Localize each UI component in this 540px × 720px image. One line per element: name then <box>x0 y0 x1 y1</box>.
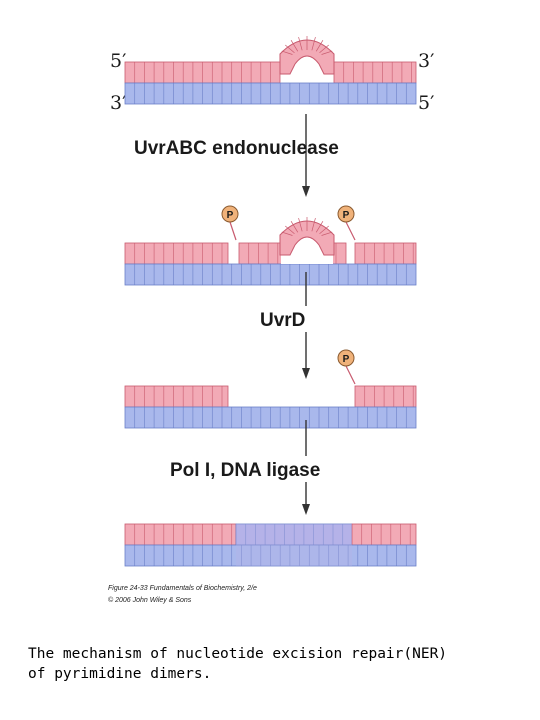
top-strand-right <box>354 242 417 265</box>
figure-credit-line2: © 2006 John Wiley & Sons <box>108 596 192 604</box>
figure-credit-line1: Figure 24-33 Fundamentals of Biochemistr… <box>108 585 257 592</box>
caption-line-1: The mechanism of nucleotide excision rep… <box>28 646 448 662</box>
top-strand-left <box>124 523 237 546</box>
step-label-uvrd: UvrD <box>260 310 305 331</box>
step-label-pol-ligase: Pol I, DNA ligase <box>170 460 320 481</box>
damaged-oligonucleotide <box>279 220 335 256</box>
figure-caption: The mechanism of nucleotide excision rep… <box>28 644 508 684</box>
strand-label-bottom-right: 5′ <box>418 92 434 114</box>
top-strand-right <box>354 385 417 408</box>
dna-duplex-repaired <box>124 523 417 567</box>
ner-diagram: 5′ 3′ 3′ 5′ UvrABC endonuclease UvrD Pol… <box>108 36 434 604</box>
caption-line-2: of pyrimidine dimers. <box>28 666 212 682</box>
phosphate-marker-left: P <box>221 205 239 241</box>
step-label-uvrabc: UvrABC endonuclease <box>134 138 339 159</box>
svg-text:P: P <box>343 210 350 221</box>
damaged-oligonucleotide <box>279 39 335 75</box>
strand-label-top-left: 5′ <box>110 50 126 72</box>
phosphate-marker-uvrd: P <box>337 349 356 385</box>
dna-duplex-gapped <box>124 385 417 429</box>
phosphate-marker-right: P <box>337 205 356 241</box>
dna-duplex-damaged <box>124 36 417 105</box>
strand-label-top-right: 3′ <box>418 50 434 72</box>
svg-text:P: P <box>227 210 234 221</box>
top-strand <box>333 61 417 84</box>
svg-text:P: P <box>343 354 350 365</box>
dna-duplex-incised <box>124 217 417 286</box>
strand-label-bottom-left: 3′ <box>110 92 126 114</box>
step-arrow-1 <box>302 114 310 197</box>
